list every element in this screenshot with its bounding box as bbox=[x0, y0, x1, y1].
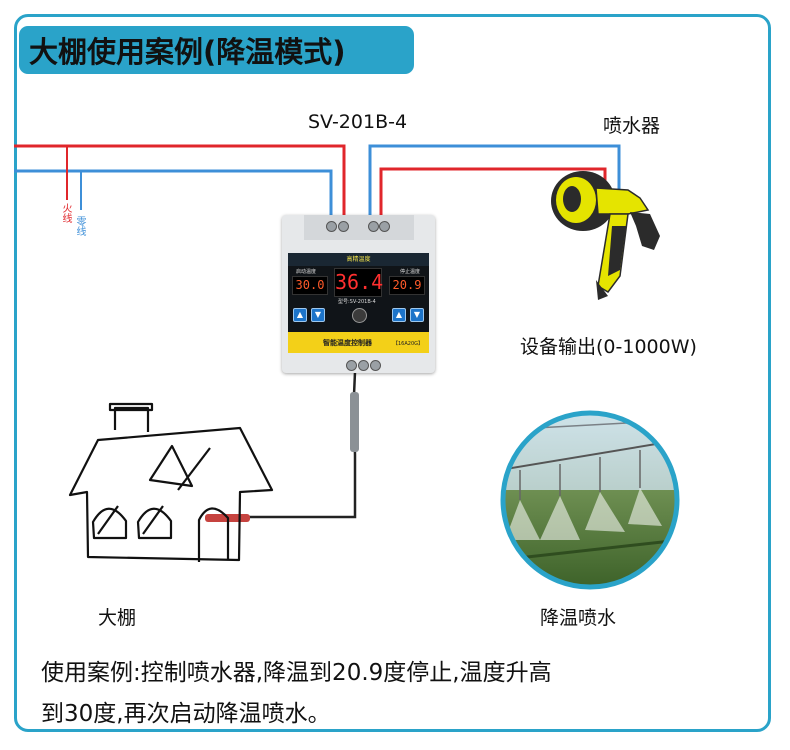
sprinkler-label: 喷水器 bbox=[603, 115, 661, 137]
controller-name: 智能温度控制器 bbox=[323, 339, 372, 347]
sprinkler-icon bbox=[551, 171, 660, 300]
photo-ring bbox=[500, 410, 680, 590]
title-badge: 大棚使用案例(降温模式) bbox=[19, 26, 414, 74]
model-label: SV-201B-4 bbox=[308, 111, 408, 133]
current-temp-display: 36.4 bbox=[334, 268, 383, 297]
temperature-controller: 高精温度 启动温度 停止温度 30.0 36.4 20.9 型号:SV-201B… bbox=[282, 215, 435, 373]
cooling-spray-label: 降温喷水 bbox=[540, 607, 617, 629]
model-text: 型号:SV-201B-4 bbox=[338, 299, 376, 305]
house-sketch bbox=[68, 402, 274, 562]
content-frame bbox=[14, 14, 771, 732]
terminal-3 bbox=[368, 221, 379, 232]
terminal-2 bbox=[338, 221, 349, 232]
description-line-1: 使用案例:控制喷水器,降温到20.9度停止,温度升高 bbox=[41, 660, 552, 686]
live-wire-label: 火线 bbox=[62, 204, 73, 225]
stop-down-button[interactable]: ▼ bbox=[410, 308, 424, 322]
start-temp-display: 30.0 bbox=[292, 276, 328, 295]
sensor-probe bbox=[350, 392, 359, 452]
controller-spec: 【16A20G】 bbox=[393, 341, 424, 347]
terminal-4 bbox=[379, 221, 390, 232]
page-title: 大棚使用案例(降温模式) bbox=[29, 35, 346, 69]
output-neutral-wire bbox=[368, 144, 621, 218]
neutral-wire bbox=[14, 169, 333, 218]
terminal-7 bbox=[370, 360, 381, 371]
terminal-6 bbox=[358, 360, 369, 371]
live-wire bbox=[14, 144, 346, 218]
panel-header: 高精温度 bbox=[346, 256, 371, 263]
neutral-wire-label: 零线 bbox=[76, 217, 87, 238]
stop-up-button[interactable]: ▲ bbox=[392, 308, 406, 322]
stop-temp-display: 20.9 bbox=[389, 276, 425, 295]
set-knob[interactable] bbox=[352, 308, 367, 323]
start-up-button[interactable]: ▲ bbox=[293, 308, 307, 322]
stop-temp-label: 停止温度 bbox=[400, 269, 421, 275]
greenhouse-label: 大棚 bbox=[98, 607, 137, 629]
terminal-1 bbox=[326, 221, 337, 232]
controller-panel: 高精温度 启动温度 停止温度 30.0 36.4 20.9 型号:SV-201B… bbox=[288, 253, 429, 353]
start-temp-label: 启动温度 bbox=[296, 269, 317, 275]
output-label: 设备输出(0-1000W) bbox=[520, 336, 697, 358]
start-down-button[interactable]: ▼ bbox=[311, 308, 325, 322]
description-line-2: 到30度,再次启动降温喷水。 bbox=[41, 701, 331, 727]
terminal-5 bbox=[346, 360, 357, 371]
sensor-cable bbox=[248, 371, 357, 519]
controller-label-band: 智能温度控制器 【16A20G】 bbox=[288, 332, 429, 353]
controller-terminal-block bbox=[304, 215, 414, 240]
